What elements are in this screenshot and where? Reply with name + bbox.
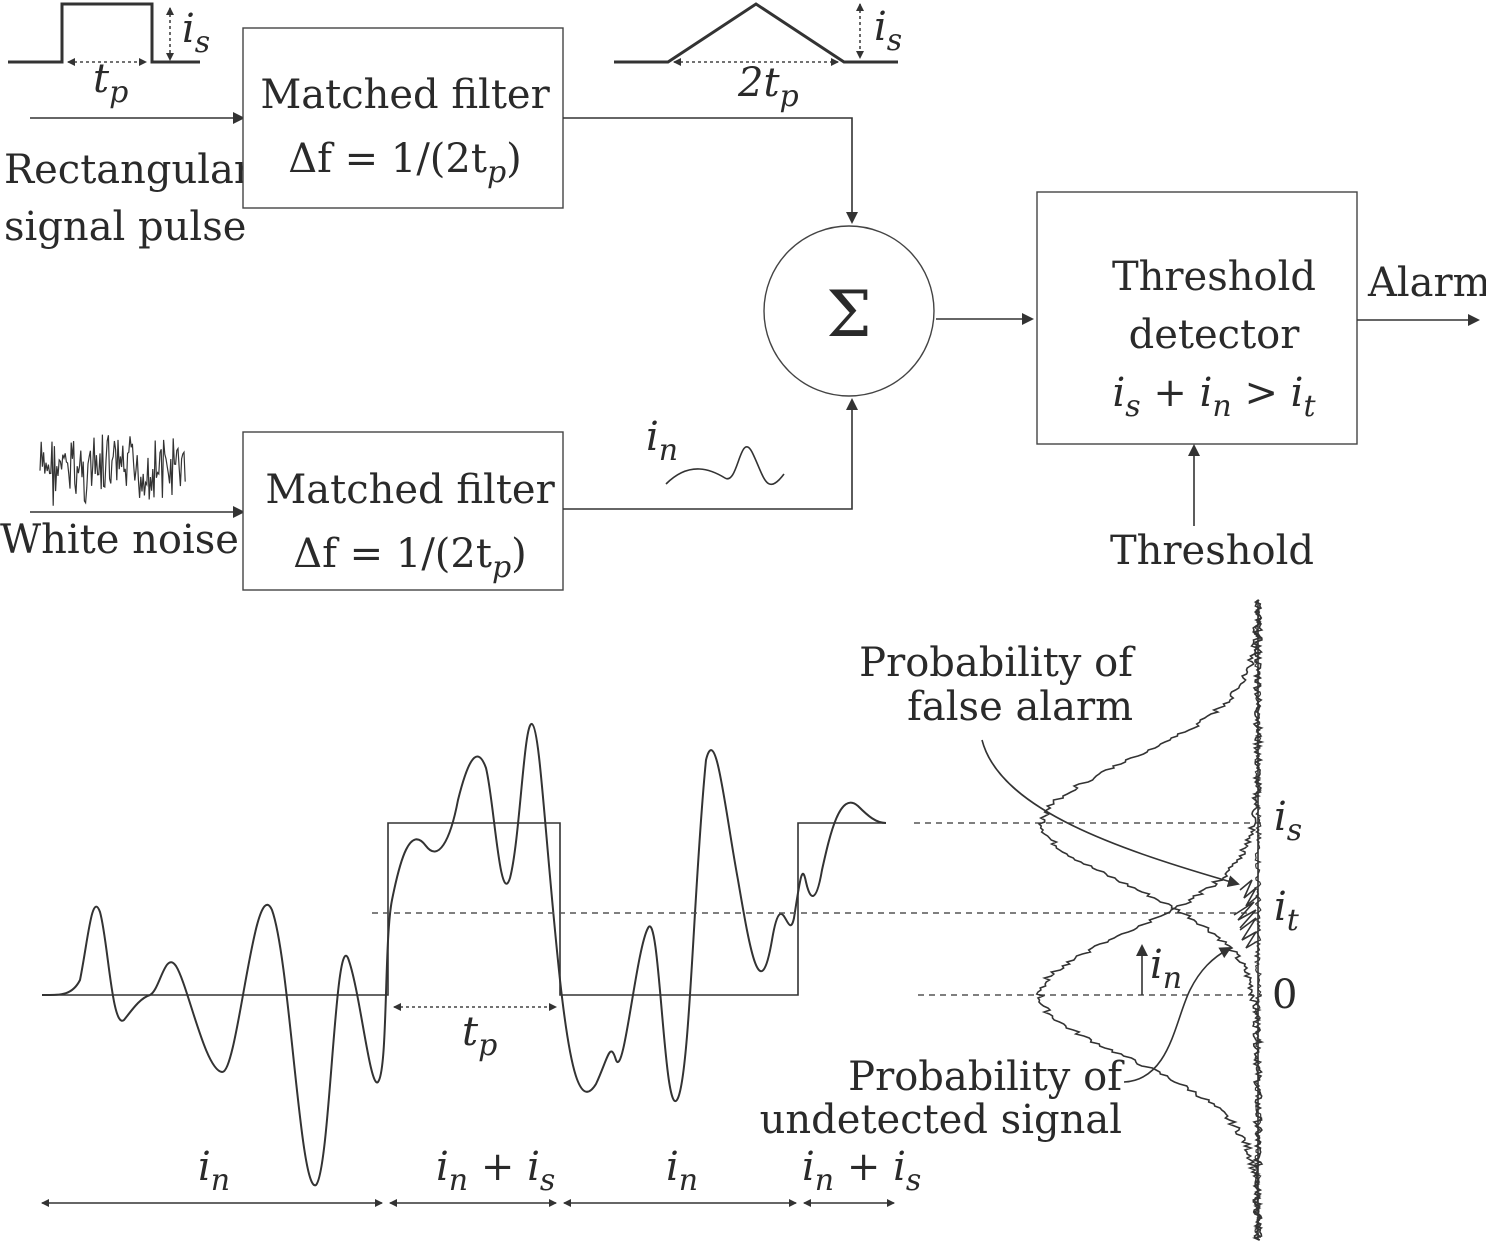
prob-undetected-label-1: Probability of xyxy=(848,1054,1125,1100)
rect-input-label-2: signal pulse xyxy=(4,204,246,250)
filter1-to-sum-arrow xyxy=(563,117,858,224)
signal-distribution-curve xyxy=(1037,599,1265,1241)
threshold-detector-title-2: detector xyxy=(1129,312,1301,358)
prob-false-alarm-pointer xyxy=(981,739,1240,887)
matched-filter-1-box xyxy=(242,27,564,209)
distribution-baseline-noise xyxy=(1253,609,1263,1239)
rect-input-label-1: Rectangular xyxy=(4,147,254,193)
prob-undetected-label-2: undetected signal xyxy=(760,1097,1122,1143)
signal-pulse-waveform xyxy=(42,822,886,996)
filter2-to-sum-arrow xyxy=(563,398,858,510)
sum-symbol: Σ xyxy=(826,278,871,352)
in-label-filtered: in xyxy=(646,414,678,468)
tp-label-pulse: tp xyxy=(93,56,128,110)
matched-filter-2-box xyxy=(242,431,564,591)
threshold-detector-box xyxy=(1036,191,1358,445)
is-label-triangle: is xyxy=(874,4,902,58)
threshold-condition: is + in > it xyxy=(1112,370,1316,424)
matched-filter-1-bandwidth: Δf = 1/(2tp) xyxy=(288,136,522,190)
tail-area-hatching xyxy=(1233,879,1259,949)
zero-axis-label: 0 xyxy=(1272,972,1297,1018)
it-axis-label: it xyxy=(1274,884,1300,938)
white-noise-icon xyxy=(39,434,186,506)
matched-filter-2-bandwidth: Δf = 1/(2tp) xyxy=(293,531,527,585)
threshold-input-label: Threshold xyxy=(1110,528,1314,574)
prob-false-alarm-label-1: Probability of xyxy=(859,640,1136,686)
alarm-label: Alarm xyxy=(1367,260,1486,306)
segment-label-in-is-2: in + is xyxy=(802,1144,921,1198)
noise-distribution-curve xyxy=(1035,599,1265,1241)
segment-label-in-2: in xyxy=(666,1144,698,1198)
summing-junction xyxy=(763,225,935,397)
segment-label-in-1: in xyxy=(198,1144,230,1198)
prob-undetected-pointer xyxy=(1123,947,1232,1083)
in-label-distribution: in xyxy=(1150,942,1182,996)
segment-label-in-is-1: in + is xyxy=(436,1144,555,1198)
matched-filter-2-title: Matched filter xyxy=(265,467,555,513)
rectangular-pulse-icon xyxy=(8,2,200,66)
noise-plus-signal-waveform xyxy=(41,722,887,1187)
is-axis-label: is xyxy=(1274,794,1302,848)
tp-label-waveform: tp xyxy=(462,1009,497,1063)
is-label-pulse: is xyxy=(182,6,210,60)
two-tp-label: 2tp xyxy=(737,60,799,114)
triangular-pulse-icon xyxy=(614,2,898,66)
prob-false-alarm-label-2: false alarm xyxy=(907,684,1133,730)
matched-filter-1-title: Matched filter xyxy=(260,72,550,118)
noise-input-label: White noise xyxy=(0,517,239,563)
threshold-detector-title-1: Threshold xyxy=(1112,254,1316,300)
filtered-noise-icon xyxy=(665,446,785,486)
